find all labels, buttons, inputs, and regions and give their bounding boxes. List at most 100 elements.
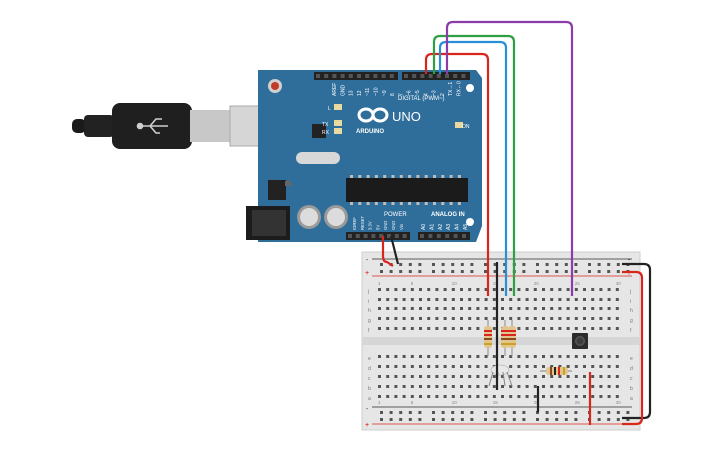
breadboard-hole: [492, 307, 496, 310]
breadboard-hole: [558, 288, 562, 291]
breadboard-hole: [583, 365, 586, 368]
rail-hole: [536, 418, 539, 421]
rail-hole: [432, 418, 435, 421]
power-jack-inner: [252, 210, 286, 236]
breadboard-hole: [451, 317, 455, 320]
breadboard-hole: [599, 395, 603, 398]
usb-plug-metal: [190, 110, 230, 142]
breadboard-hole: [468, 307, 472, 310]
breadboard-hole: [476, 365, 480, 368]
breadboard-hole: [427, 327, 431, 330]
rail-hole: [555, 418, 559, 421]
breadboard-hole: [476, 355, 480, 358]
breadboard-hole: [410, 385, 414, 388]
rail-plus-label: +: [365, 270, 369, 277]
breadboard-hole: [402, 288, 406, 291]
breadboard-hole: [591, 327, 595, 330]
rail-hole: [408, 411, 412, 414]
top-pin-label: ~11: [365, 88, 371, 96]
breadboard-hole: [574, 395, 578, 398]
breadboard-hole: [574, 327, 578, 330]
header-hole: [453, 74, 458, 78]
rail-hole: [484, 411, 487, 414]
rail-hole: [574, 411, 578, 414]
chip-pin: [408, 175, 412, 178]
regulator-tab: [285, 181, 291, 186]
rail-hole: [380, 263, 383, 266]
rail-hole: [536, 411, 539, 414]
power-pin-label: 3.3V: [368, 221, 373, 230]
breadboard-hole: [460, 355, 463, 358]
rail-hole: [418, 418, 422, 421]
header-hole: [436, 74, 441, 78]
chip-pin: [391, 202, 395, 205]
breadboard-hole: [410, 317, 414, 320]
breadboard-hole: [419, 355, 422, 358]
breadboard-hole: [558, 317, 562, 320]
breadboard-hole: [533, 395, 537, 398]
header-hole: [348, 74, 353, 78]
wire-black-rail-bridge[interactable]: [622, 262, 652, 420]
breadboard-hole: [583, 385, 586, 388]
breadboard-hole: [574, 288, 578, 291]
breadboard-hole: [509, 317, 513, 320]
rail-hole: [441, 411, 445, 414]
breadboard-hole: [583, 375, 586, 378]
breadboard-hole: [533, 317, 537, 320]
rail-hole: [380, 270, 383, 273]
rail-hole: [380, 411, 383, 414]
row-letter: b: [630, 386, 633, 392]
wire-green-pin4[interactable]: [432, 34, 516, 296]
resistor-horizontal[interactable]: [540, 367, 572, 375]
wire-blue-pin3[interactable]: [438, 40, 508, 296]
column-number: 10: [452, 281, 458, 286]
breadboard-hole: [443, 395, 447, 398]
header-hole: [357, 74, 361, 78]
breadboard-hole: [394, 288, 398, 291]
breadboard-hole: [615, 317, 619, 320]
breadboard-hole: [476, 327, 480, 330]
rail-hole: [451, 418, 455, 421]
breadboard-hole: [542, 317, 545, 320]
rail-hole: [536, 270, 539, 273]
breadboard-hole: [492, 317, 496, 320]
push-button[interactable]: [572, 333, 588, 349]
rail-hole: [484, 263, 487, 266]
breadboard-hole: [468, 298, 472, 301]
breadboard-hole: [509, 307, 513, 310]
header-hole: [420, 234, 424, 238]
resistor[interactable]: [508, 320, 516, 356]
header-power: [346, 232, 410, 240]
chip-pin: [350, 175, 353, 178]
breadboard-hole: [386, 395, 390, 398]
breadboard-hole: [501, 307, 504, 310]
breadboard-hole: [410, 327, 414, 330]
column-number: 15: [493, 281, 499, 286]
breadboard-hole: [574, 385, 578, 388]
wire-black-gnd[interactable]: [389, 235, 400, 265]
rail-hole: [545, 270, 549, 273]
header-hole: [453, 234, 458, 238]
wire-purple-pin2[interactable]: [445, 20, 574, 296]
breadboard-hole: [435, 327, 439, 330]
breadboard-hole: [484, 365, 488, 368]
rail-hole: [460, 411, 464, 414]
wire-red-pin5[interactable]: [424, 52, 490, 296]
wire-red-rail-bridge[interactable]: [622, 270, 644, 426]
resistor[interactable]: [484, 320, 492, 356]
chip-pin: [433, 202, 436, 205]
wire-red-5v[interactable]: [381, 236, 394, 267]
breadboard-hole: [517, 395, 521, 398]
breadboard-hole: [419, 375, 422, 378]
row-letter: a: [368, 396, 371, 402]
breadboard-hole: [599, 355, 603, 358]
breadboard-hole: [435, 365, 439, 368]
resistor[interactable]: [501, 320, 509, 356]
breadboard-hole: [558, 355, 562, 358]
chip-pin: [424, 175, 428, 178]
header-hole: [324, 74, 329, 78]
chip-pin: [374, 202, 378, 205]
breadboard-hole: [607, 385, 611, 388]
